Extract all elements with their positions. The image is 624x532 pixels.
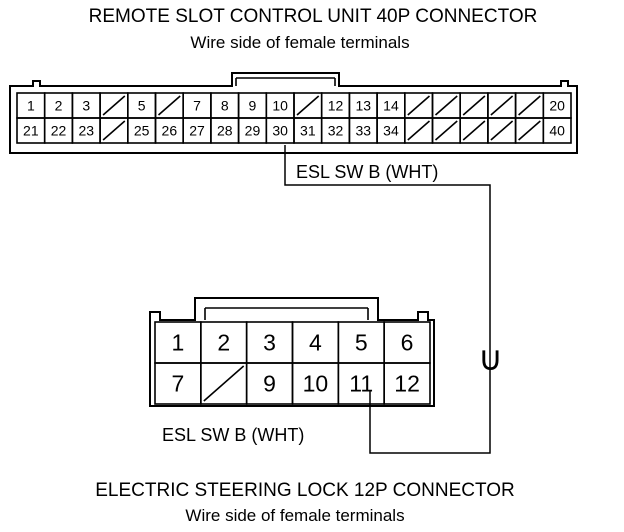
- pin40-unused-slash: [102, 120, 126, 141]
- pin12-pin-label: 4: [309, 330, 322, 356]
- pin40-pin-label: 21: [23, 123, 39, 139]
- pin40-unused-slash: [434, 120, 458, 141]
- pin40-pin-label: 9: [249, 98, 257, 114]
- continuity-symbol: ∪: [478, 340, 503, 378]
- pin40-pin-label: 27: [189, 123, 205, 139]
- pin40-pin-label: 7: [193, 98, 201, 114]
- pin40-pin-label: 32: [328, 123, 344, 139]
- pin40-pin-label: 30: [272, 123, 288, 139]
- pin40-pin-label: 23: [78, 123, 94, 139]
- pin12-pin-label: 11: [349, 371, 373, 397]
- esl-sw-b-wire: [284, 145, 491, 454]
- pin12-pin-label: 10: [303, 371, 329, 397]
- pin40-unused-slash: [462, 120, 486, 141]
- pin40-pin-label: 25: [134, 123, 150, 139]
- pin40-unused-slash: [102, 95, 126, 116]
- pin12-unused-slash: [203, 365, 245, 402]
- bottom-connector-subtitle: Wire side of female terminals: [185, 506, 404, 525]
- pin40-unused-slash: [407, 95, 431, 116]
- top-connector-title: REMOTE SLOT CONTROL UNIT 40P CONNECTOR: [89, 6, 538, 27]
- pin40-pin-label: 31: [300, 123, 316, 139]
- bottom-wire-label: ESL SW B (WHT): [162, 425, 304, 445]
- pin12-pin-label: 12: [394, 371, 420, 397]
- pin40-unused-slash: [296, 95, 320, 116]
- pin40-unused-slash: [157, 95, 181, 116]
- pin40-unused-slash: [434, 95, 458, 116]
- pin40-pin-label: 1: [27, 98, 35, 114]
- pin40-pin-label: 28: [217, 123, 233, 139]
- pin40-pin-label: 40: [549, 123, 565, 139]
- top-wire-label: ESL SW B (WHT): [296, 162, 438, 182]
- pin40-pin-label: 12: [328, 98, 344, 114]
- bottom-connector-title: ELECTRIC STEERING LOCK 12P CONNECTOR: [95, 480, 515, 501]
- pin40-pin-label: 26: [162, 123, 178, 139]
- pin40-pin-label: 2: [55, 98, 63, 114]
- pin12-pin-label: 3: [263, 330, 276, 356]
- pin40-cavity: [542, 117, 572, 144]
- pin40-unused-slash: [462, 95, 486, 116]
- pin12-pin-label: 7: [172, 371, 185, 397]
- pin12-pin-label: 9: [263, 371, 276, 397]
- pin12-pin-label: 6: [401, 330, 414, 356]
- pin40-unused-slash: [490, 120, 514, 141]
- pin40-pin-label: 20: [549, 98, 565, 114]
- pin40-unused-slash: [490, 95, 514, 116]
- pin12-pin-label: 1: [172, 330, 185, 356]
- pin40-unused-slash: [518, 95, 541, 116]
- pin40-unused-slash: [518, 120, 541, 141]
- pin40-pin-label: 13: [355, 98, 371, 114]
- pin40-pin-label: 29: [245, 123, 261, 139]
- pin40-pin-label: 14: [383, 98, 399, 114]
- top-connector-subtitle: Wire side of female terminals: [190, 33, 409, 52]
- pin40-pin-label: 10: [272, 98, 288, 114]
- pin40-pin-label: 5: [138, 98, 146, 114]
- pin12-pin-label: 5: [355, 330, 368, 356]
- pin40-pin-label: 8: [221, 98, 229, 114]
- pin12-cavity: [383, 362, 431, 405]
- pin40-pin-label: 33: [355, 123, 371, 139]
- pin12-pin-label: 2: [217, 330, 230, 356]
- pin40-pin-label: 34: [383, 123, 399, 139]
- pin40-pin-label: 3: [82, 98, 90, 114]
- pin40-pin-label: 22: [51, 123, 67, 139]
- pin40-unused-slash: [407, 120, 431, 141]
